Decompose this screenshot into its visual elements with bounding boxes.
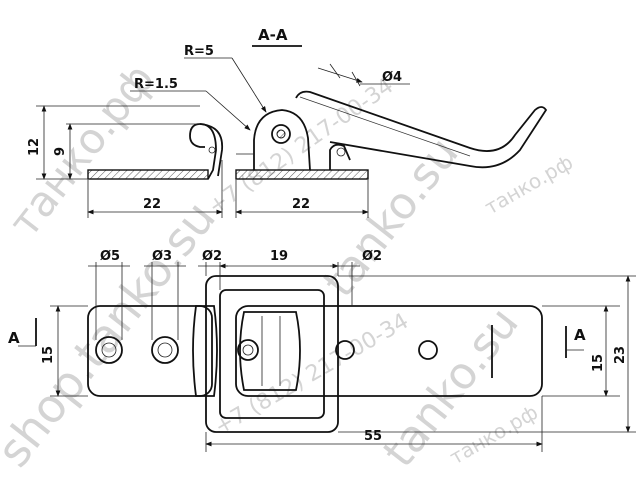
left-hook-outer	[199, 123, 223, 177]
dim-r5-label: R=5	[184, 44, 214, 59]
dim-d3-label: Ø3	[152, 249, 172, 264]
dim-w22-right-label: 22	[292, 197, 310, 212]
plan-view: Ø5 Ø3 Ø2 19 Ø2 15 A 15 23 A 55	[8, 249, 636, 452]
pivot-knuckle	[253, 109, 311, 171]
left-hook-pin	[208, 146, 216, 154]
dim-r5-leader	[231, 57, 267, 113]
section-mark-right: A	[574, 326, 586, 344]
dim-15-right-label: 15	[591, 354, 606, 372]
dim-height-12-label: 12	[27, 138, 42, 156]
dim-d4-leader-a	[317, 67, 363, 83]
left-hook	[189, 123, 217, 180]
pivot-rivet-inner	[242, 344, 254, 356]
left-base-plate	[87, 169, 209, 180]
dim-d4-ext-a	[329, 63, 341, 79]
hole-d3	[151, 336, 179, 364]
lever-pin	[336, 147, 346, 157]
dim-w22-left-label: 22	[143, 197, 161, 212]
dim-19-label: 19	[270, 249, 288, 264]
watermark-ru-right: танко.рф	[481, 150, 577, 220]
hole-d5-inner	[101, 342, 117, 358]
dim-d4-ext-b	[351, 71, 361, 87]
dim-r15-label: R=1.5	[134, 77, 178, 92]
dim-d4-label: Ø4	[382, 70, 402, 85]
right-plate-outline	[235, 305, 543, 397]
dim-d2-right-label: Ø2	[362, 249, 382, 264]
right-base-plate	[235, 169, 369, 180]
dim-15-left-label: 15	[41, 346, 56, 364]
dim-23-label: 23	[613, 346, 628, 364]
dim-height-9-label: 9	[53, 147, 68, 156]
lever-hatch-1	[299, 96, 471, 157]
dim-55-label: 55	[364, 429, 382, 444]
pivot-body	[239, 311, 301, 391]
pivot-pin-outer	[271, 124, 291, 144]
bail-outer	[205, 275, 339, 433]
lever-arm	[295, 90, 548, 169]
pivot-pin-inner	[276, 129, 286, 139]
dim-d5-label: Ø5	[100, 249, 120, 264]
hole-d5	[95, 336, 123, 364]
section-title: A-A	[258, 26, 288, 44]
bail-inner	[219, 289, 325, 419]
pivot-rivet	[237, 339, 259, 361]
section-mark-left: A	[8, 329, 20, 347]
hole-d2-a	[335, 340, 355, 360]
section-view: A-A Ø4 R=5 R=1.5	[27, 26, 548, 218]
dim-r15-leader	[205, 90, 251, 131]
lever-foot	[329, 143, 351, 170]
hole-d2-b	[418, 340, 438, 360]
hook-tab	[192, 305, 218, 397]
hole-d3-inner	[157, 342, 173, 358]
dim-d2-left-label: Ø2	[202, 249, 222, 264]
left-plate-outline	[87, 305, 213, 397]
